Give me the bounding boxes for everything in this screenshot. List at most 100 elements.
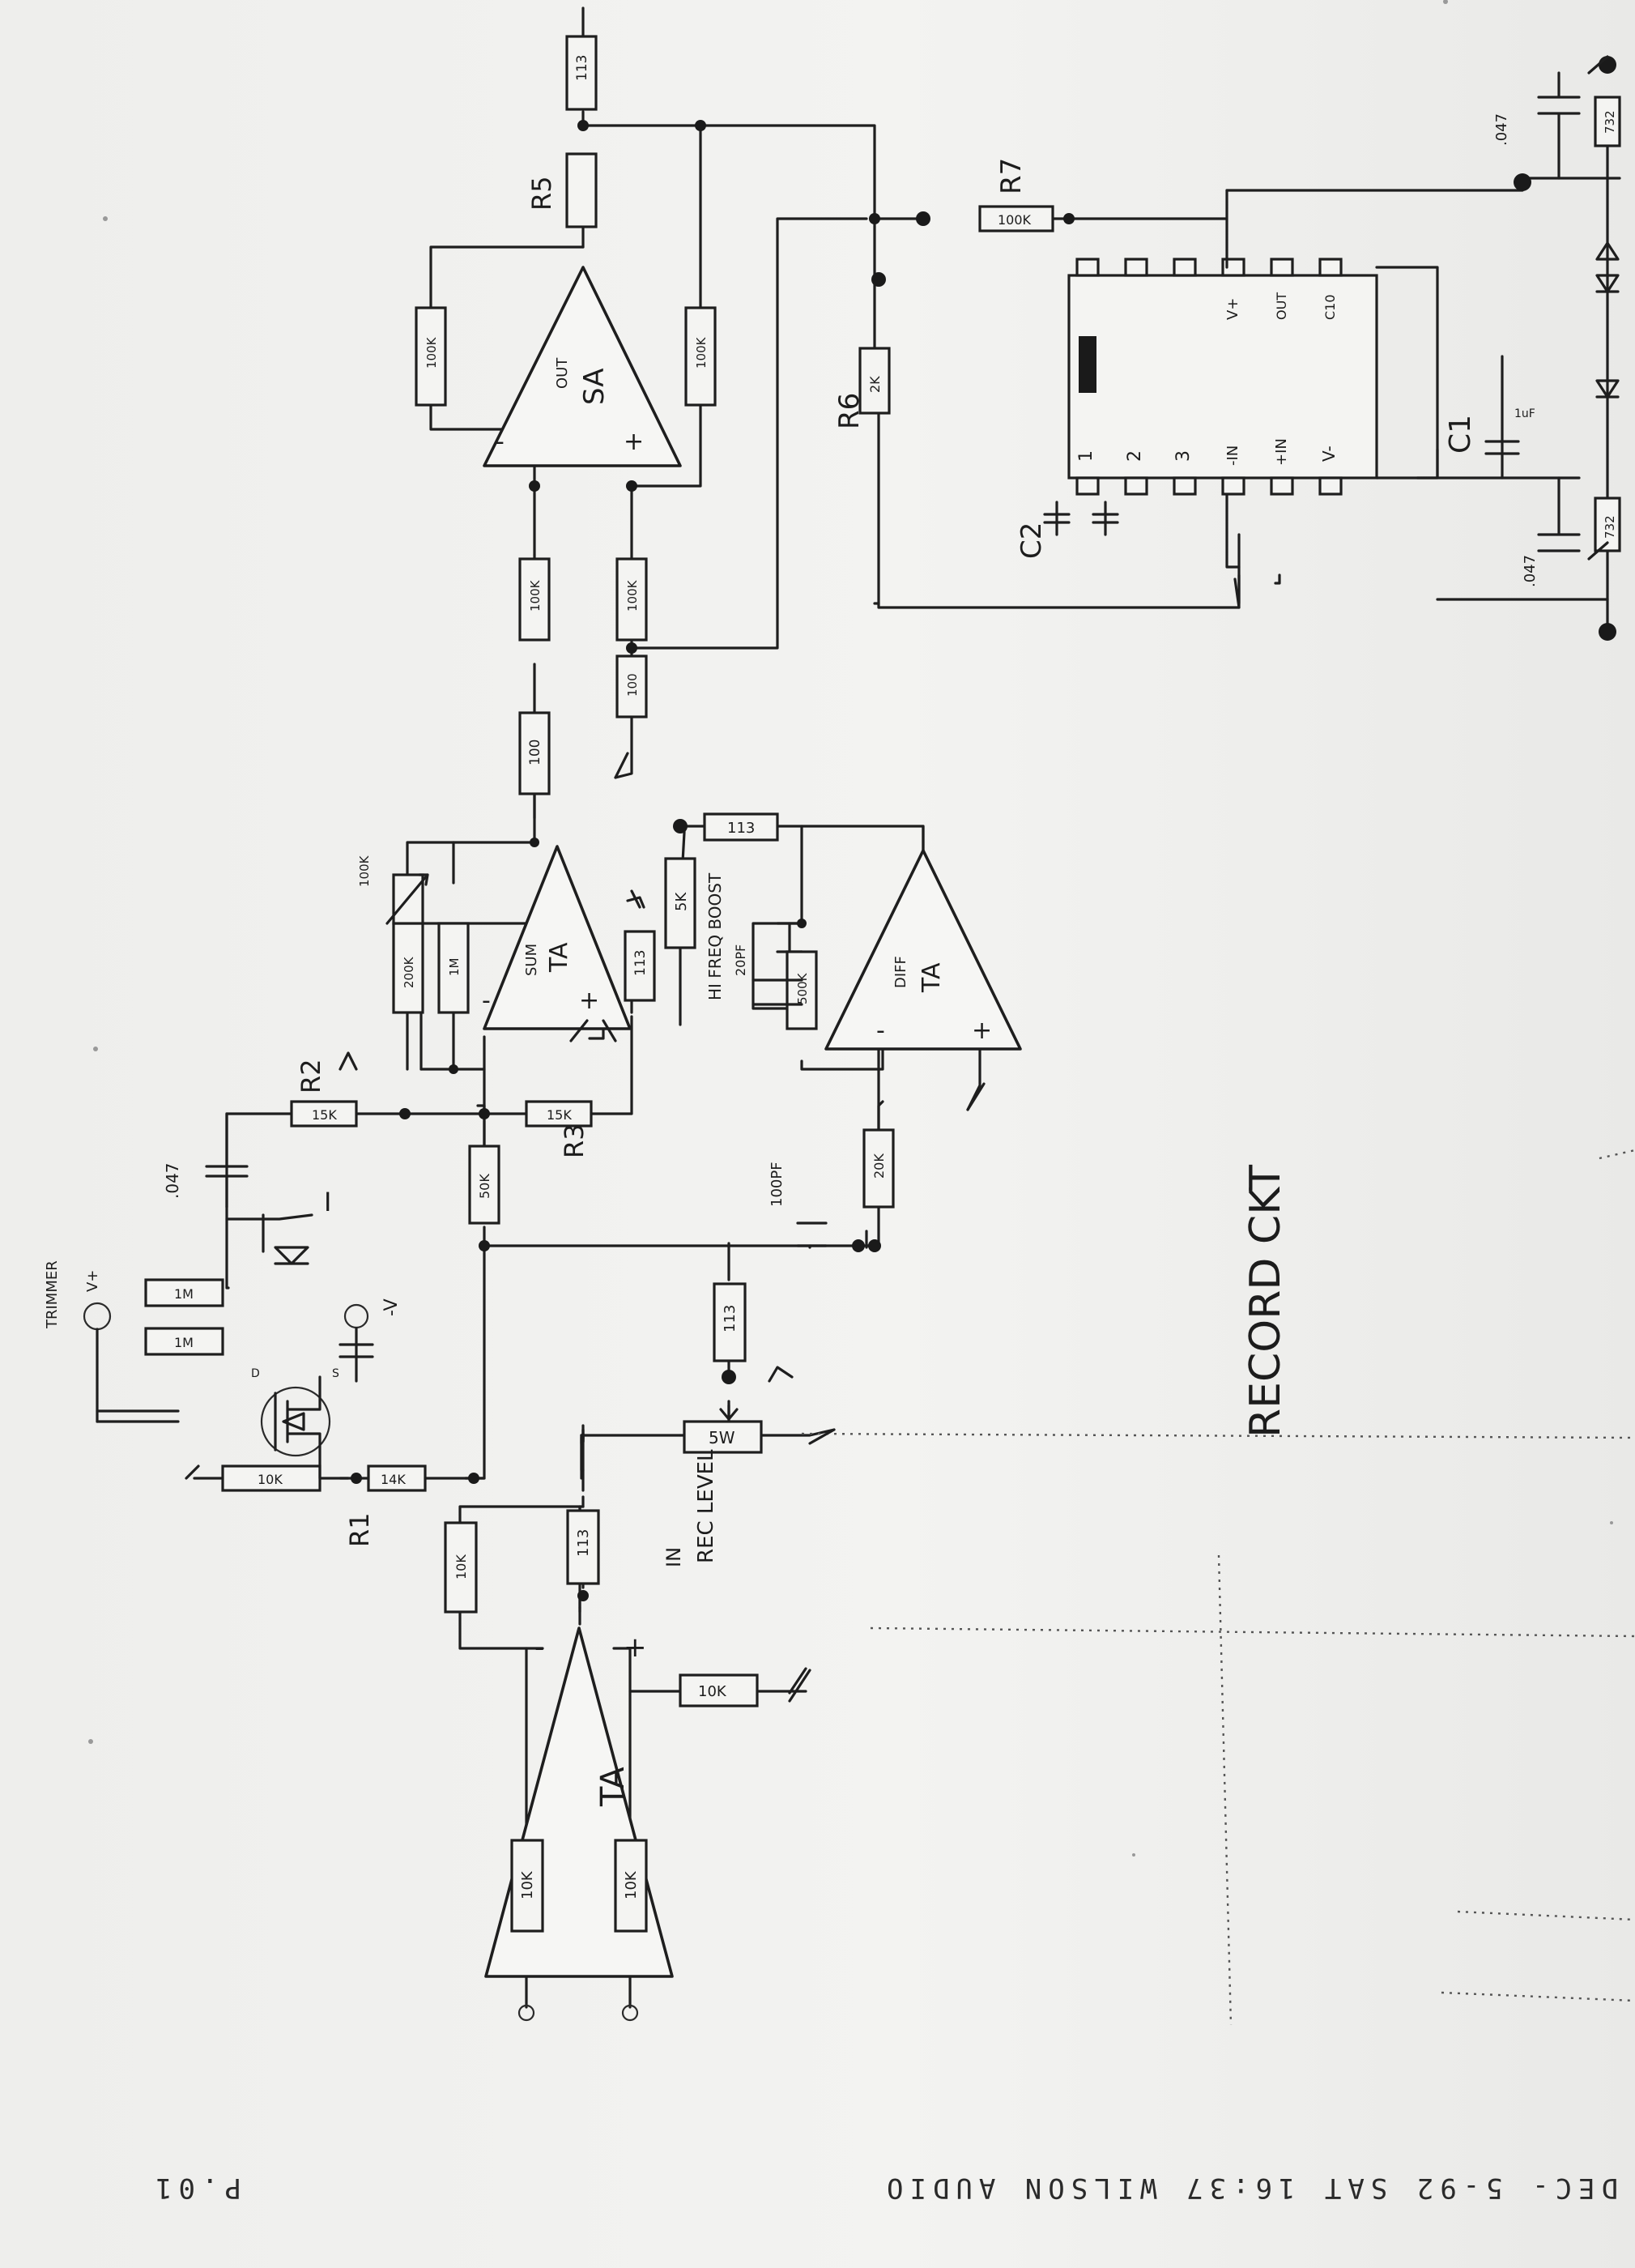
svg-text:TRIMMER: TRIMMER bbox=[44, 1260, 61, 1329]
svg-text:10K: 10K bbox=[453, 1554, 469, 1580]
svg-text:TA: TA bbox=[918, 962, 946, 993]
svg-text:D: D bbox=[251, 1367, 260, 1380]
resistor-fb-100k-trim[interactable] bbox=[385, 873, 429, 925]
svg-text:C10: C10 bbox=[1322, 294, 1338, 320]
svg-text:.047: .047 bbox=[1493, 113, 1510, 146]
svg-text:20PF: 20PF bbox=[733, 944, 748, 976]
capacitor-100pf: 100PF bbox=[769, 1162, 828, 1247]
svg-text:10K: 10K bbox=[623, 1870, 640, 1899]
resistor-r1: 14K bbox=[367, 1464, 427, 1492]
svg-text:100K: 100K bbox=[625, 579, 640, 612]
svg-text:5K: 5K bbox=[673, 892, 690, 911]
svg-text:V-: V- bbox=[1319, 446, 1339, 462]
svg-text:-: - bbox=[876, 1017, 885, 1045]
svg-text:2K: 2K bbox=[867, 376, 883, 393]
resistor-sa-plus: 100K bbox=[615, 557, 648, 642]
capacitor-047b: .047 bbox=[1493, 71, 1581, 180]
resistor-in-feedback: 10K bbox=[444, 1521, 478, 1614]
svg-text:2: 2 bbox=[1125, 450, 1145, 462]
resistor-fet-r2: 1M bbox=[144, 1327, 224, 1356]
fax-header: DEC- 5-92 SAT 16:37 WILSON AUDIO P.01 bbox=[149, 2172, 1618, 2204]
svg-text:-IN: -IN bbox=[1224, 446, 1241, 466]
svg-text:3: 3 bbox=[1173, 450, 1194, 462]
ic-pins-bottom: 1 2 3 -IN +IN V- bbox=[1075, 438, 1343, 496]
svg-text:10K: 10K bbox=[698, 1683, 727, 1700]
fax-noise bbox=[88, 0, 1613, 1857]
r7-label: R7 bbox=[995, 158, 1028, 194]
c2-label: C2 bbox=[1015, 522, 1048, 559]
svg-text:.047: .047 bbox=[1522, 555, 1539, 587]
svg-text:SUM: SUM bbox=[523, 944, 540, 976]
resistor-sa-100-a: 100 bbox=[518, 711, 551, 795]
svg-text:+: + bbox=[624, 428, 644, 456]
capacitor-047c: .047 bbox=[1522, 476, 1581, 587]
svg-text:10K: 10K bbox=[519, 1870, 536, 1899]
svg-text:OUT: OUT bbox=[554, 357, 571, 389]
svg-text:-: - bbox=[534, 1631, 544, 1664]
ground-marks bbox=[185, 55, 1609, 1695]
diode-string: 732 732 bbox=[1594, 96, 1621, 601]
resistor-diff-500k: 500K bbox=[786, 950, 818, 1030]
svg-text:732: 732 bbox=[1603, 515, 1617, 539]
resistor-in-gnd: 10K bbox=[679, 1673, 759, 1707]
r3-label: R3 bbox=[559, 1123, 590, 1158]
svg-text:IN: IN bbox=[662, 1547, 685, 1567]
r2-label: R2 bbox=[296, 1059, 326, 1094]
svg-text:1uF: 1uF bbox=[1514, 407, 1535, 420]
rec-level-label: REC LEVEL bbox=[694, 1449, 718, 1563]
pot-100k-label: 100K bbox=[357, 855, 372, 887]
svg-text:10K: 10K bbox=[258, 1472, 283, 1487]
resistor-rec-level-pot[interactable]: 5W bbox=[683, 1404, 763, 1454]
fet-transistor: D S bbox=[251, 1367, 339, 1480]
resistor-r5-113: 113 bbox=[565, 35, 598, 111]
fax-header-text: DEC- 5-92 SAT 16:37 WILSON AUDIO bbox=[880, 2172, 1618, 2204]
svg-text:100: 100 bbox=[527, 740, 543, 765]
svg-text:+: + bbox=[972, 1017, 992, 1045]
svg-text:SA: SA bbox=[578, 369, 611, 405]
resistor-r3: 15K bbox=[525, 1100, 593, 1128]
resistor-hf-5k[interactable]: 5K bbox=[664, 857, 696, 949]
r6-label: R6 bbox=[833, 393, 866, 429]
input-terminals[interactable] bbox=[517, 2004, 639, 2022]
resistor-sa-feedback-top: 100K bbox=[415, 306, 447, 407]
svg-text:113: 113 bbox=[722, 1305, 739, 1332]
svg-text:+IN: +IN bbox=[1273, 438, 1290, 466]
svg-text:20K: 20K bbox=[871, 1153, 887, 1179]
opamp-out-sa: SA OUT - + bbox=[483, 266, 682, 467]
resistor-ta-out: 113 bbox=[566, 1509, 600, 1585]
resistor-fet-r1: 1M bbox=[144, 1278, 224, 1307]
resistor-r5 bbox=[565, 152, 598, 228]
svg-text:TA: TA bbox=[545, 942, 573, 973]
ic-chip: 1 2 3 -IN +IN V- V+ OUT C10 bbox=[1067, 258, 1378, 496]
svg-text:500K: 500K bbox=[795, 972, 810, 1004]
c1-label: C1 bbox=[1444, 415, 1477, 454]
resistor-in-minus: 10K bbox=[510, 1839, 544, 1933]
svg-text:DIFF: DIFF bbox=[892, 956, 909, 988]
hf-boost-label: HI FREQ BOOST bbox=[705, 872, 725, 1000]
resistor-diff-20k: 20K bbox=[862, 1128, 895, 1209]
svg-text:732: 732 bbox=[1603, 110, 1617, 134]
svg-text:14K: 14K bbox=[381, 1472, 406, 1487]
resistor-fb-200k: 200K bbox=[392, 922, 424, 1014]
svg-text:113: 113 bbox=[632, 950, 649, 976]
resistor-in-plus: 10K bbox=[614, 1839, 648, 1933]
resistor-fb-1m: 1M bbox=[437, 922, 470, 1014]
svg-text:100K: 100K bbox=[694, 336, 709, 369]
capacitor-c1: 1uF bbox=[1484, 355, 1535, 480]
capacitor-fet bbox=[96, 1409, 180, 1423]
svg-text:I: I bbox=[324, 1187, 331, 1217]
svg-text:S: S bbox=[332, 1367, 339, 1380]
junction-dots bbox=[351, 56, 1616, 1601]
svg-text:V+: V+ bbox=[1224, 298, 1241, 320]
v-plus-label: V+ bbox=[84, 1270, 101, 1292]
svg-text:113: 113 bbox=[727, 820, 755, 837]
ic-pins-top: V+ OUT C10 bbox=[1075, 258, 1343, 320]
svg-text:15K: 15K bbox=[547, 1107, 572, 1123]
svg-text:113: 113 bbox=[575, 1529, 592, 1557]
labels: R1 R2 R3 R5 R6 R7 C1 C2 REC LEVEL HI FRE… bbox=[84, 158, 1477, 1563]
trimmer-pot[interactable]: TRIMMER bbox=[44, 1260, 112, 1423]
resistor-sum-113: 113 bbox=[624, 930, 656, 1002]
resistor-r6[interactable]: 2K bbox=[858, 347, 891, 415]
